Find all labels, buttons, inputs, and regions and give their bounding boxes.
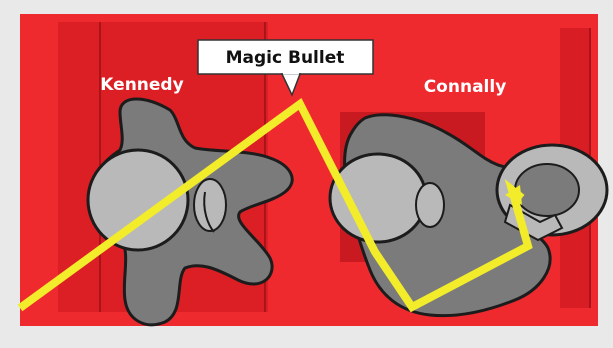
- connally-label: Connally: [424, 77, 507, 97]
- kennedy-label: Kennedy: [100, 75, 183, 95]
- callout-title: Magic Bullet: [226, 48, 345, 68]
